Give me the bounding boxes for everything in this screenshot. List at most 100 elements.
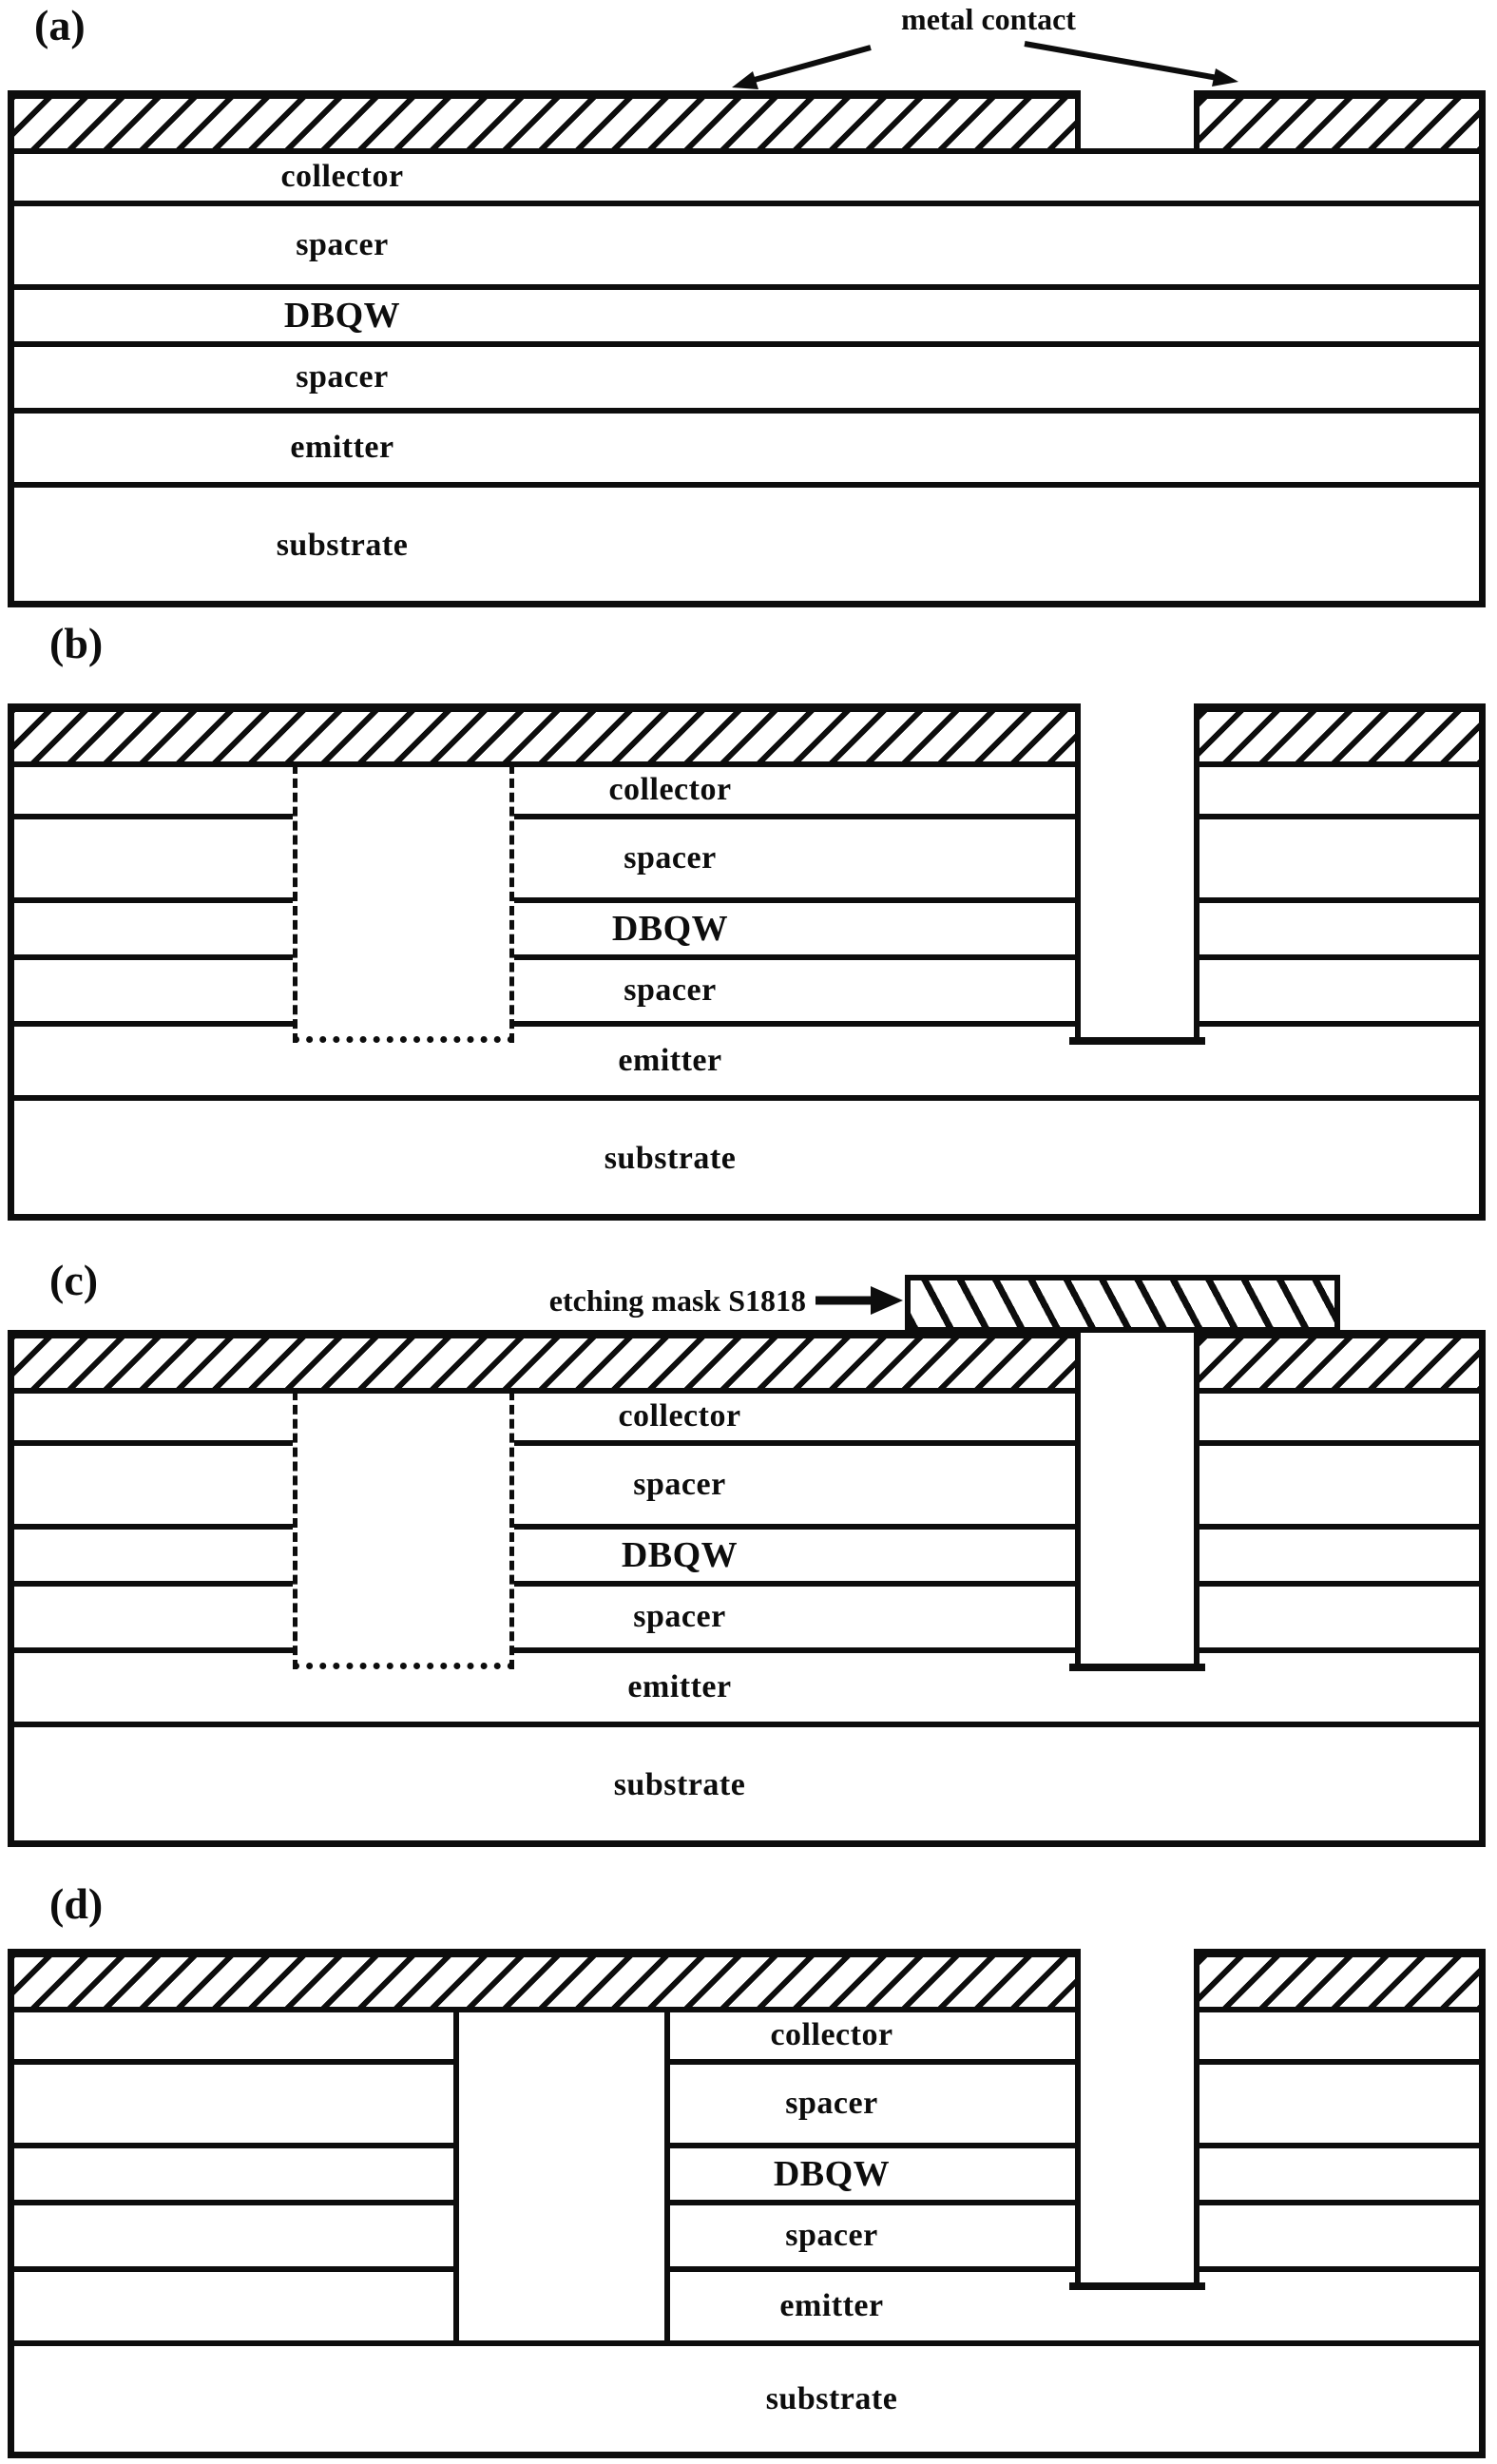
panel-letter-d: (d) [49,1879,104,1928]
panel-bottom-border [8,1214,1486,1221]
etched-trench-wall [453,2010,459,2343]
layer-label-spacer: spacer [785,2218,878,2253]
layer-line [670,2059,1081,2065]
layer-line [514,1647,1081,1653]
layer-line [8,761,1081,767]
metal-contact-bar-right [1194,1949,1486,2010]
layer-label-collector: collector [608,772,732,807]
layer-line [1194,2059,1486,2065]
panel-right-border [1479,1330,1486,1846]
layer-line [1194,1581,1486,1587]
layer-line [1194,1388,1486,1394]
layer-line [514,1524,1081,1530]
panel-bottom-border [8,601,1486,607]
layer-line [514,814,1081,819]
planned-etch-outline-bottom [293,1663,514,1669]
metal-contact-bar-right [1194,1330,1486,1391]
layer-line [8,2059,456,2065]
layer-label-collector: collector [618,1398,741,1434]
layer-line [8,1647,293,1653]
layer-label-substrate: substrate [276,528,409,563]
layer-line [8,482,1486,488]
layer-label-substrate: substrate [604,1141,737,1176]
panel-left-border [8,703,14,1221]
layer-label-emitter: emitter [627,1669,732,1704]
metal-contact-label: metal contact [901,2,1076,36]
metal-contact-bar-right [1194,90,1486,151]
layer-label-spacer: spacer [624,972,717,1008]
layer-line [670,2143,1081,2148]
layer-line [8,954,293,960]
layer-line [1194,1647,1486,1653]
panel-right-border [1479,703,1486,1221]
layer-line [8,408,1486,414]
etched-trench-bottom [1069,1664,1205,1671]
panel-letter-b: (b) [49,619,104,667]
layer-line [1194,2200,1486,2205]
layer-label-spacer: spacer [633,1467,726,1502]
metal-contact-bar-left [8,1330,1081,1391]
panel-right-border [1479,90,1486,607]
layer-line [8,1581,293,1587]
layer-label-emitter: emitter [779,2288,884,2323]
layer-line [8,2143,456,2148]
planned-etch-outline-right [509,764,514,1043]
layer-line [1194,814,1486,819]
metal-contact-bar-right [1194,703,1486,764]
etched-trench-wall [1194,1330,1200,1669]
panel-left-border [8,1330,14,1846]
layer-line [8,897,293,903]
etched-trench-wall [1194,703,1200,1043]
layer-line [514,954,1081,960]
etching-mask-arrow [816,1286,903,1315]
layer-label-collector: collector [770,2017,893,2052]
layer-line [8,1722,1486,1727]
layer-line [8,2266,456,2272]
layer-line [8,341,1486,347]
layer-label-emitter: emitter [290,430,394,465]
layer-line [1194,2007,1486,2012]
etching-mask-label: etching mask S1818 [548,1283,806,1318]
layer-line [1194,1524,1486,1530]
layer-line [1194,761,1486,767]
layer-line [8,2200,456,2205]
metal-contact-bar-left [8,703,1081,764]
panel-left-border [8,90,14,607]
layer-line [514,1021,1081,1027]
layer-label-spacer: spacer [633,1599,726,1634]
etching-mask-rect [905,1275,1340,1333]
etched-trench-wall [1075,1949,1081,2288]
layer-line [1194,954,1486,960]
layer-line [8,1095,1486,1101]
layer-label-spacer: spacer [296,227,389,262]
layer-line [8,201,1486,206]
layer-line [670,2200,1081,2205]
metal-contact-arrow-left [732,45,872,89]
layer-line [1194,2266,1486,2272]
layer-line [8,1021,293,1027]
layer-line [8,1524,293,1530]
layer-line [1194,2143,1486,2148]
layer-label-substrate: substrate [613,1767,746,1802]
layer-label-substrate: substrate [765,2381,898,2416]
planned-etch-outline-bottom [293,1036,514,1043]
layer-line [8,1388,1081,1394]
layer-label-spacer: spacer [296,359,389,395]
etched-trench-wall [1075,703,1081,1043]
etched-trench-bottom [1069,1037,1205,1045]
planned-etch-outline-left [293,764,297,1043]
layer-line [1194,1440,1486,1446]
layer-label-dbqw: DBQW [283,296,401,336]
layer-label-spacer: spacer [624,840,717,876]
panel-letter-c: (c) [49,1256,99,1304]
etched-trench-wall [1075,1330,1081,1669]
layer-line [8,2007,1081,2012]
layer-line [8,148,1486,154]
panel-letter-a: (a) [34,1,86,49]
layer-label-emitter: emitter [618,1043,722,1078]
metal-contact-bar-left [8,1949,1081,2010]
layer-line [8,2340,1486,2346]
layer-line [514,1581,1081,1587]
